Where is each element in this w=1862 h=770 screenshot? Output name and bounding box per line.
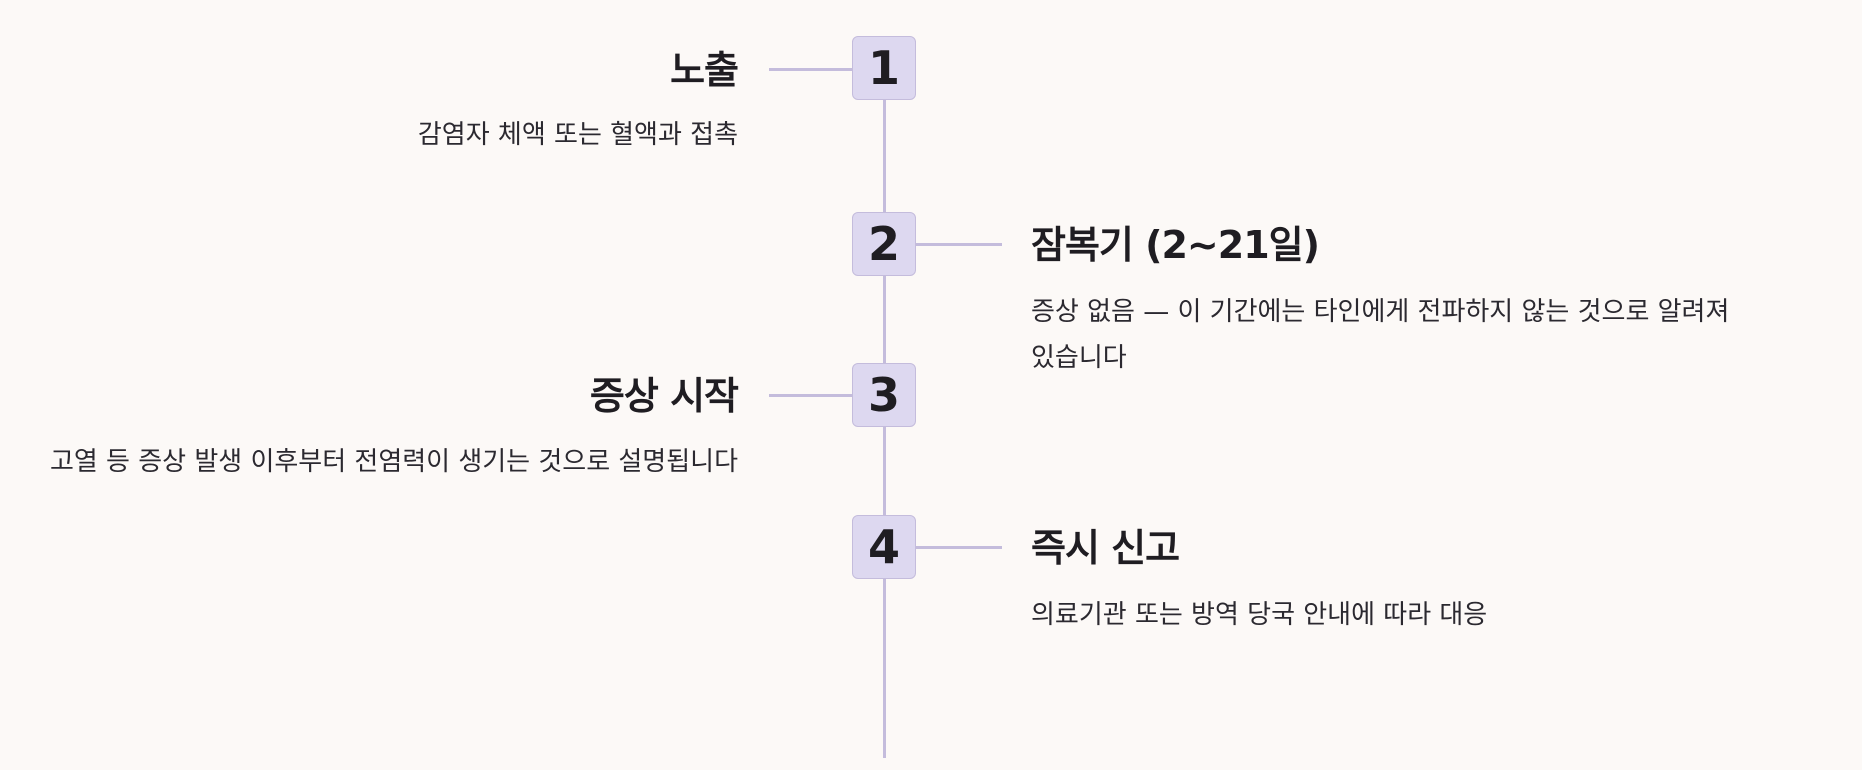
step-3-description: 고열 등 증상 발생 이후부터 전염력이 생기는 것으로 설명됩니다 [49,447,738,477]
step-1-number: 1 [852,36,916,100]
step-2-number: 2 [852,212,916,276]
step-2-title: 잠복기 (2~21일) [1031,223,1320,267]
connector-2 [916,243,1002,246]
step-1-title: 노출 [670,48,739,92]
step-4-title: 즉시 신고 [1031,526,1180,570]
step-3-title: 증상 시작 [589,374,739,418]
connector-4 [916,546,1002,549]
step-4-number: 4 [852,515,916,579]
step-1-description: 감염자 체액 또는 혈액과 접촉 [417,120,738,150]
step-4-description: 의료기관 또는 방역 당국 안내에 따라 대응 [1031,600,1488,630]
connector-3 [769,394,853,397]
connector-1 [769,68,853,71]
step-3-number: 3 [852,363,916,427]
step-2-description: 증상 없음 — 이 기간에는 타인에게 전파하지 않는 것으로 알려져 있습니다 [1031,297,1730,373]
